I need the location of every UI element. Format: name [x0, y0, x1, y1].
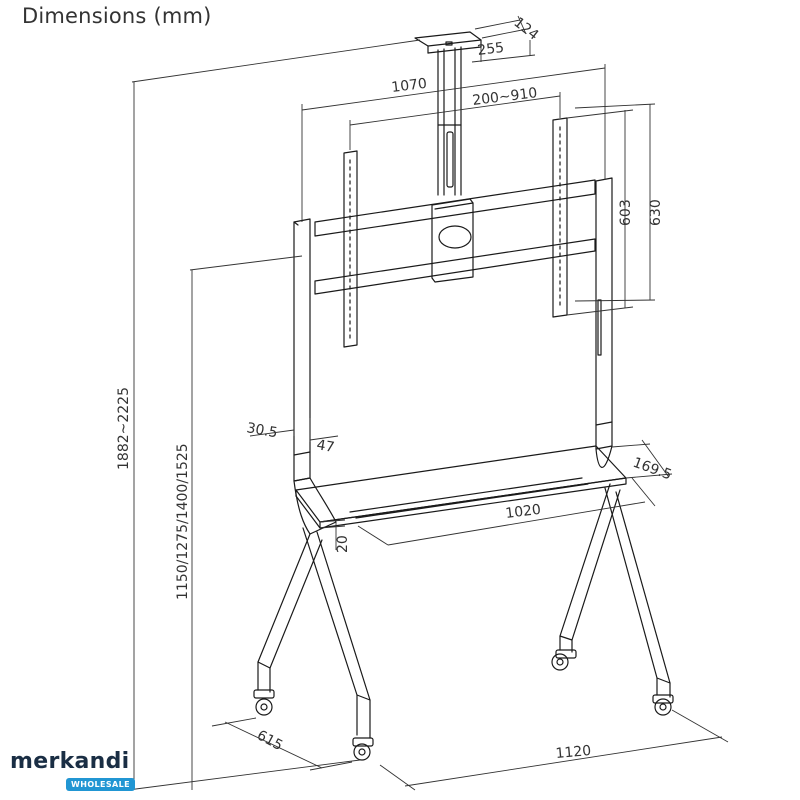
logo-badge: WHOLESALE	[66, 778, 135, 791]
label-vesa-vertical-outer: 630	[648, 199, 664, 226]
label-bracket-width: 1070	[391, 76, 428, 96]
dim-line-shelf-depth	[611, 439, 673, 479]
label-upright-offset: 30.5	[245, 420, 278, 441]
top-plate	[414, 31, 482, 54]
dim-line-vesa-vertical	[566, 103, 656, 316]
upright-right	[595, 177, 613, 450]
logo-wordmark: merkandi	[10, 749, 130, 774]
shelf	[295, 445, 627, 529]
label-vesa-horizontal: 200~910	[472, 85, 539, 109]
label-shelf-thickness: 20	[335, 535, 351, 553]
label-mount-heights: 1150/1275/1400/1525	[175, 443, 191, 600]
label-total-height: 1882~2225	[116, 387, 132, 470]
upright-left-joints	[293, 421, 613, 456]
label-shelf-depth: 169.5	[631, 455, 674, 484]
dim-line-bracket-width	[301, 64, 606, 222]
caster-rear-right	[652, 694, 674, 716]
label-plate-width: 255	[477, 40, 505, 59]
label-vesa-vertical-inner: 603	[618, 199, 634, 226]
dim-line-plate-width	[471, 40, 536, 63]
dim-line-plate-depth	[474, 15, 527, 39]
cross-bars	[314, 179, 596, 295]
dim-line-base-depth	[211, 717, 353, 771]
vesa-rail-left	[343, 150, 358, 348]
caster-rear-left	[551, 649, 577, 671]
label-upright-section: 47	[315, 437, 335, 456]
dim-line-base-width	[379, 709, 729, 791]
diagram-title: Dimensions (mm)	[22, 4, 212, 28]
label-base-depth: 615	[254, 727, 285, 754]
merkandi-logo: merkandi WHOLESALE	[10, 750, 135, 792]
center-column	[437, 46, 462, 196]
label-plate-depth: 124	[511, 15, 542, 44]
slider-block	[431, 198, 474, 283]
legs	[257, 445, 671, 739]
dim-line-total-height	[127, 39, 421, 791]
vesa-rail-right	[552, 117, 568, 318]
label-base-width: 1120	[555, 743, 592, 762]
label-shelf-width: 1020	[505, 502, 542, 522]
dim-line-shelf-thickness	[319, 519, 346, 550]
caster-front-left	[253, 689, 275, 716]
dim-line-mount-heights	[189, 255, 303, 790]
dim-line-upright-section	[249, 418, 339, 442]
upright-left	[293, 218, 311, 482]
dim-line-shelf-width	[357, 477, 656, 546]
dim-line-vesa-horizontal	[349, 92, 561, 150]
caster-front-center	[352, 737, 374, 761]
